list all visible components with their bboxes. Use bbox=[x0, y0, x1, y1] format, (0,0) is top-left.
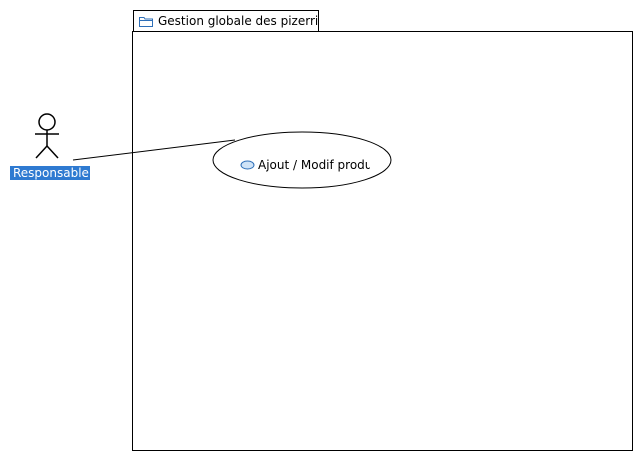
usecase-icon bbox=[240, 160, 255, 170]
package-title: Gestion globale des pizerrias bbox=[158, 14, 319, 28]
usecase-label-area[interactable]: Ajout / Modif produit bbox=[240, 156, 370, 174]
actor-figure[interactable] bbox=[32, 112, 62, 160]
package-body[interactable] bbox=[132, 31, 633, 451]
usecase-label: Ajout / Modif produit bbox=[258, 158, 370, 172]
usecase-ellipse[interactable] bbox=[212, 131, 392, 189]
actor-label[interactable]: Responsable bbox=[10, 166, 90, 180]
folder-icon bbox=[139, 17, 153, 27]
package-tab[interactable]: Gestion globale des pizerrias bbox=[133, 10, 319, 31]
